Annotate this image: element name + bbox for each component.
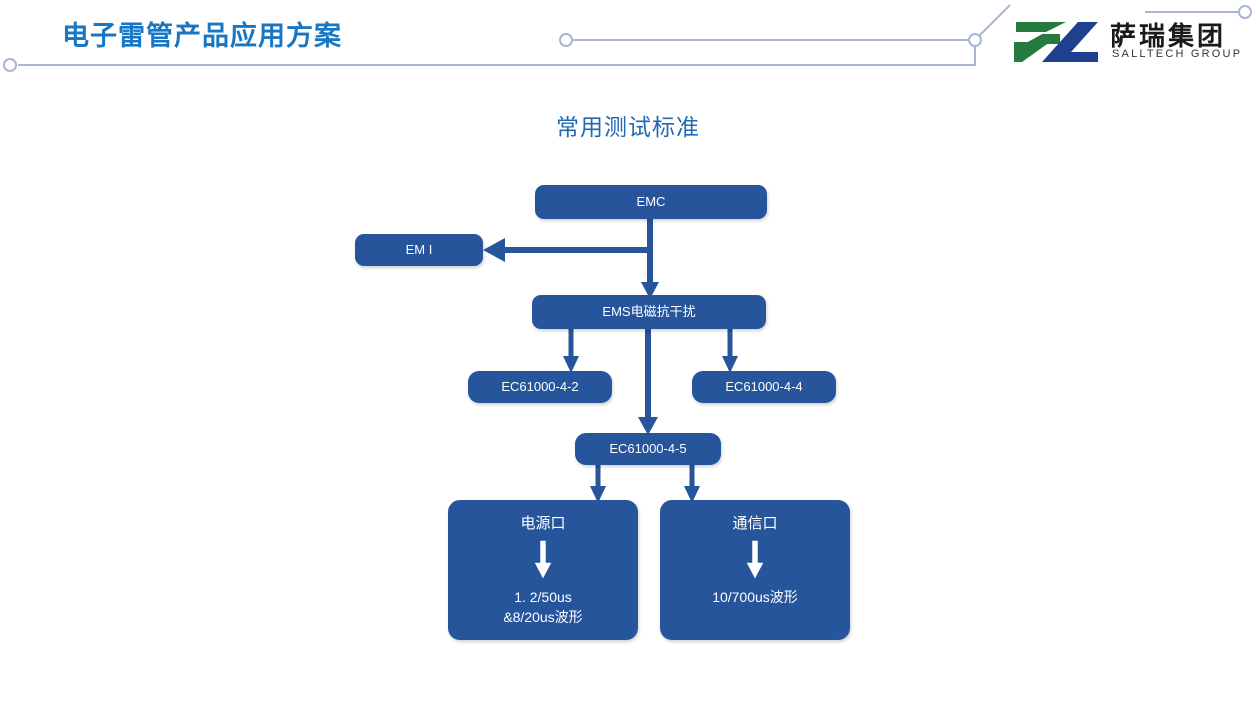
page-title: 电子雷管产品应用方案 <box>62 21 342 51</box>
comm-port-down-arrow-icon <box>660 538 850 587</box>
comm-port-title: 通信口 <box>732 515 778 532</box>
node-power-port[interactable]: 电源口 1. 2/50us &8/20us波形 <box>448 500 638 640</box>
node-iec61000-4-2[interactable]: EC61000-4-2 <box>468 371 612 403</box>
node-emi[interactable]: EM I <box>355 234 483 266</box>
slide-header: 电子雷管产品应用方案 萨瑞集团 SALLTECH GROUP <box>0 0 1256 90</box>
node-iec61000-4-5[interactable]: EC61000-4-5 <box>575 433 721 465</box>
power-port-wave-line1: 1. 2/50us <box>514 588 572 605</box>
salltech-logo-mark-icon <box>1014 22 1098 62</box>
node-comm-port[interactable]: 通信口 10/700us波形 <box>660 500 850 640</box>
logo-chinese-name: 萨瑞集团 <box>1110 22 1227 52</box>
node-emc[interactable]: EMC <box>535 185 767 219</box>
header-decoration <box>3 4 1252 72</box>
node-ems[interactable]: EMS电磁抗干扰 <box>532 295 766 329</box>
node-iec61000-4-4[interactable]: EC61000-4-4 <box>692 371 836 403</box>
logo-english-name: SALLTECH GROUP <box>1112 48 1243 60</box>
power-port-title: 电源口 <box>520 515 566 532</box>
power-port-down-arrow-icon <box>448 538 638 587</box>
diagram-title: 常用测试标准 <box>556 114 700 140</box>
flow-connectors <box>483 219 738 503</box>
company-logo: 萨瑞集团 SALLTECH GROUP <box>1012 18 1248 70</box>
down-arrow-icon <box>746 541 764 579</box>
power-port-wave-line2: &8/20us波形 <box>503 609 583 626</box>
comm-port-wave-line1: 10/700us波形 <box>712 588 798 605</box>
down-arrow-icon <box>534 541 552 579</box>
diagram-area: 常用测试标准 <box>0 90 1256 705</box>
